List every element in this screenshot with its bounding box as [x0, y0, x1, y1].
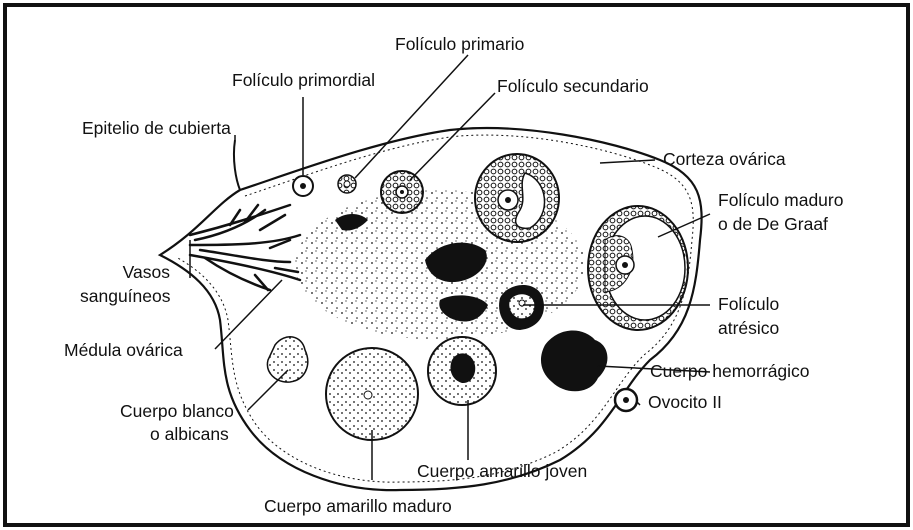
label-ovocito: Ovocito II	[648, 392, 722, 413]
ovocyte-ii	[615, 389, 637, 411]
label-foliculo-primario: Folículo primario	[395, 34, 524, 55]
young-corpus-luteum	[428, 337, 496, 405]
label-cuerpo-blanco-1: Cuerpo blanco	[120, 401, 234, 422]
atretic-follicle	[499, 285, 544, 330]
primordial-follicle	[293, 176, 313, 196]
label-corteza: Corteza ovárica	[663, 149, 786, 170]
hemorrhagic-body	[541, 330, 607, 391]
label-foliculo-secundario: Folículo secundario	[497, 76, 649, 97]
epithelium-line	[234, 140, 240, 190]
label-amarillo-maduro: Cuerpo amarillo maduro	[264, 496, 452, 517]
label-foliculo-atresico-1: Folículo	[718, 294, 779, 315]
label-foliculo-primordial: Folículo primordial	[232, 70, 375, 91]
graafian-follicle	[588, 206, 688, 330]
label-amarillo-joven: Cuerpo amarillo joven	[417, 461, 587, 482]
primary-follicle	[338, 175, 356, 193]
label-vasos-2: sanguíneos	[80, 286, 171, 307]
label-foliculo-maduro-2: o de De Graaf	[718, 214, 828, 235]
label-epitelio: Epitelio de cubierta	[82, 118, 231, 139]
label-vasos-1: Vasos	[84, 262, 170, 283]
corpus-albicans	[267, 337, 307, 382]
mature-corpus-luteum	[326, 348, 418, 440]
label-foliculo-maduro-1: Folículo maduro	[718, 190, 843, 211]
label-medula: Médula ovárica	[64, 340, 183, 361]
label-cuerpo-hemorragico: Cuerpo hemorrágico	[650, 361, 810, 382]
tertiary-follicle	[475, 154, 559, 242]
secondary-follicle	[381, 171, 423, 213]
label-foliculo-atresico-2: atrésico	[718, 318, 779, 339]
label-cuerpo-blanco-2: o albicans	[150, 424, 229, 445]
